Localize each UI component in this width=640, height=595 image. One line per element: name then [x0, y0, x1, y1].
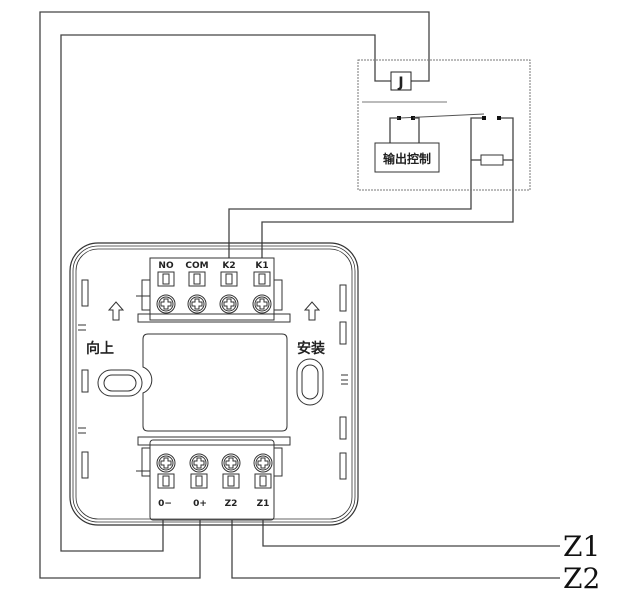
relay-coil-label: J [397, 75, 403, 91]
cross-icon [225, 457, 237, 469]
terminal-k1-label: K1 [255, 261, 268, 271]
terminal-k2-label: K2 [222, 261, 235, 271]
screw-icon[interactable] [187, 294, 207, 314]
wire-k1 [261, 117, 514, 258]
terminal-com-label: COM [185, 261, 208, 271]
up-arrow-icon [303, 301, 321, 321]
terminal-clamp-slot [193, 273, 201, 285]
up-arrow-icon [107, 301, 125, 321]
cross-icon [257, 457, 269, 469]
wire-z2 [231, 520, 560, 579]
contact-dot [497, 116, 501, 120]
terminal-clamp-slot [259, 475, 267, 487]
screw-icon[interactable] [221, 453, 241, 473]
screw-icon[interactable] [156, 294, 176, 314]
wire-outer-0plus [39, 11, 430, 579]
wire-k2 [228, 117, 484, 258]
cross-icon [160, 457, 172, 469]
wire-z1 [262, 520, 560, 547]
cross-icon [193, 457, 205, 469]
screw-icon[interactable] [219, 294, 239, 314]
terminal-0plus-label: 0+ [193, 499, 207, 509]
terminal-clamp-slot [162, 475, 170, 487]
up-label: 向上 [86, 340, 114, 357]
terminal-clamp-slot [195, 475, 203, 487]
screw-icon[interactable] [156, 453, 176, 473]
screw-icon[interactable] [253, 453, 273, 473]
center-window [142, 333, 288, 432]
cross-icon [223, 298, 235, 310]
terminal-z1-label: Z1 [257, 499, 270, 509]
output-control-box [374, 142, 440, 173]
terminal-z2-label: Z2 [225, 499, 238, 509]
screw-icon[interactable] [252, 294, 272, 314]
terminal-clamp-slot [258, 273, 266, 285]
resistor-icon [480, 154, 504, 166]
terminal-clamp-slot [225, 273, 233, 285]
device-outer [69, 242, 359, 526]
side-clips [78, 279, 348, 480]
output-z2-label: Z2 [563, 562, 600, 595]
terminal-clamp-slot [227, 475, 235, 487]
wire-inner-0minus [60, 34, 392, 552]
output-z1-label: Z1 [563, 530, 600, 563]
relay-coil-box [390, 71, 412, 91]
cross-icon [256, 298, 268, 310]
relay-module-box [357, 59, 531, 191]
mount-slot-right [296, 358, 324, 406]
cross-icon [191, 298, 203, 310]
terminal-clamp-slot [162, 273, 170, 285]
wire-ctrl-right [413, 117, 420, 143]
output-control-label: 输出控制 [383, 151, 431, 166]
contact-dot [482, 116, 486, 120]
terminal-no-label: NO [158, 261, 174, 271]
screw-icon[interactable] [189, 453, 209, 473]
cross-icon [160, 298, 172, 310]
wire-ctrl-left [389, 117, 399, 143]
terminal-0minus-label: 0− [158, 499, 172, 509]
mount-slot-left [97, 369, 143, 397]
bottom-terminal-block [149, 439, 275, 521]
install-label: 安装 [297, 340, 326, 357]
